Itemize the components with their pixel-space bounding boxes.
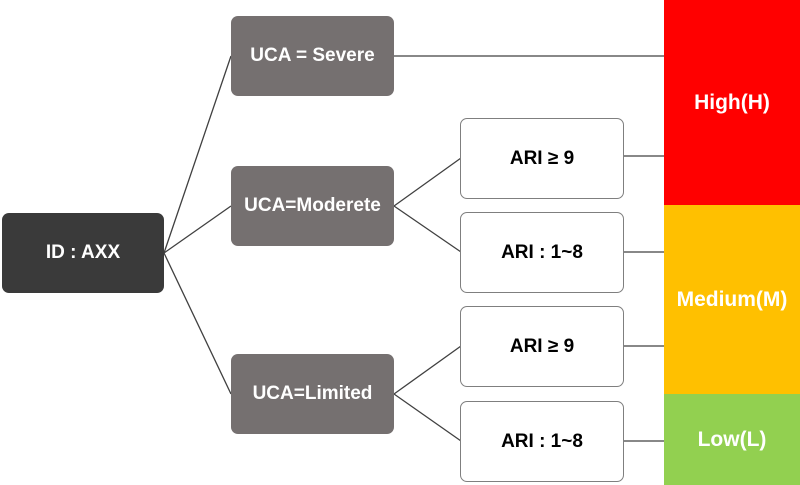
level-medium-label: Medium(M)	[676, 287, 788, 311]
ari-moderate-high-label: ARI ≥ 9	[509, 147, 575, 169]
ari-moderate-high-box: ARI ≥ 9	[460, 118, 624, 199]
uca-severe-box: UCA = Severe	[231, 16, 394, 96]
level-high-bar: High(H)	[664, 0, 800, 205]
uca-moderate-box: UCA=Moderete	[231, 166, 394, 246]
ari-moderate-low-box: ARI : 1~8	[460, 212, 624, 293]
level-low-bar: Low(L)	[664, 394, 800, 485]
root-node-label: ID : AXX	[45, 242, 121, 263]
level-low-label: Low(L)	[697, 427, 767, 451]
ari-limited-low-box: ARI : 1~8	[460, 401, 624, 482]
ari-moderate-low-label: ARI : 1~8	[501, 241, 583, 263]
level-medium-bar: Medium(M)	[664, 205, 800, 394]
ari-limited-low-label: ARI : 1~8	[501, 430, 583, 452]
level-high-label: High(H)	[694, 90, 770, 114]
uca-moderate-label: UCA=Moderete	[244, 195, 381, 216]
uca-limited-label: UCA=Limited	[252, 383, 373, 404]
ari-limited-high-label: ARI ≥ 9	[509, 335, 575, 357]
uca-severe-label: UCA = Severe	[250, 45, 375, 66]
root-node-box: ID : AXX	[2, 213, 164, 293]
ari-limited-high-box: ARI ≥ 9	[460, 306, 624, 387]
uca-limited-box: UCA=Limited	[231, 354, 394, 434]
